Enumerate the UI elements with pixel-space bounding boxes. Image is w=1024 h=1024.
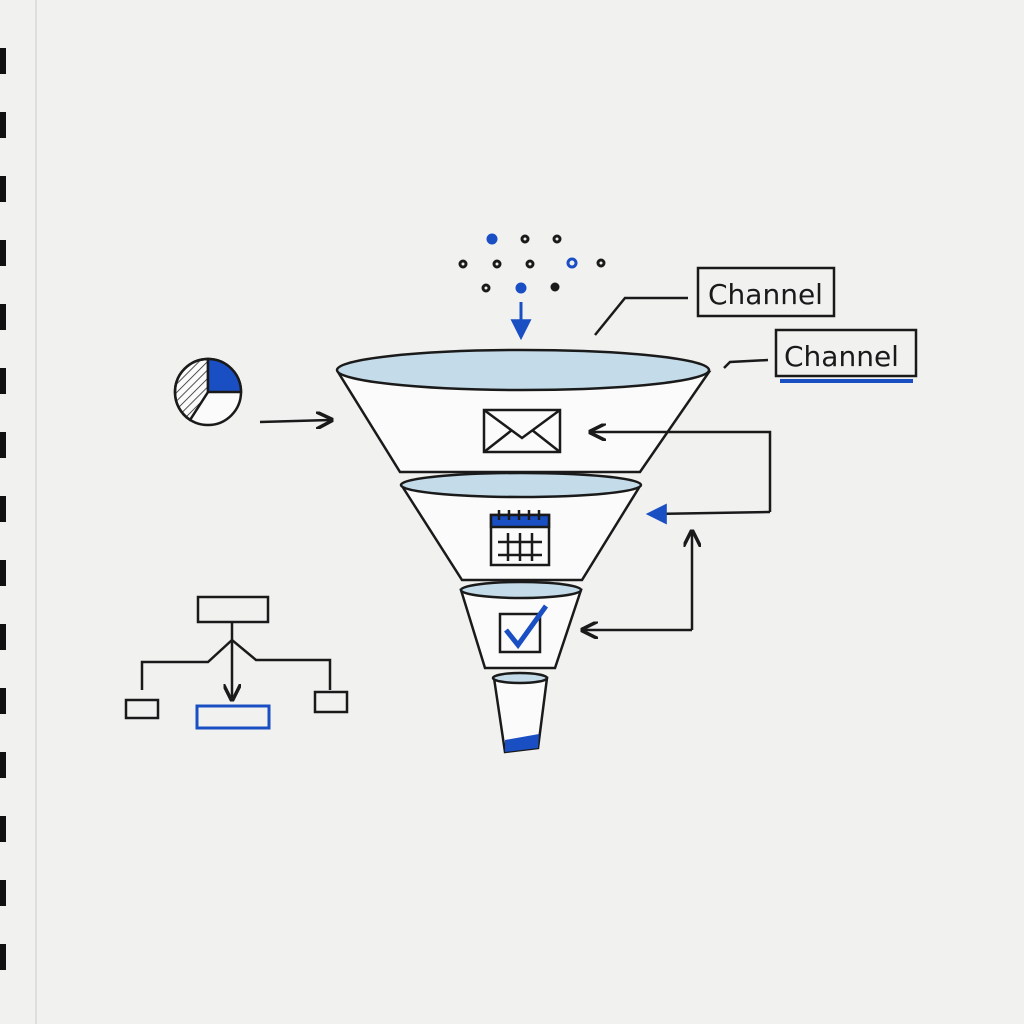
calendar-icon xyxy=(489,510,551,567)
notebook-binding xyxy=(0,48,6,970)
pie-arrow xyxy=(259,420,330,422)
pie-chart-icon xyxy=(173,357,243,427)
channel-label-1: Channel xyxy=(594,266,836,336)
checkmark-icon xyxy=(498,604,549,654)
channel-label-text: Channel xyxy=(708,278,823,311)
input-dots xyxy=(458,233,606,294)
funnel xyxy=(335,348,712,754)
org-chart-icon xyxy=(124,595,349,730)
envelope-icon xyxy=(482,408,562,454)
channel-label-2: Channel xyxy=(723,328,918,383)
funnel-stage-3 xyxy=(459,588,583,670)
channel-label-text: Channel xyxy=(784,340,899,373)
feedback-arrows xyxy=(584,432,772,630)
